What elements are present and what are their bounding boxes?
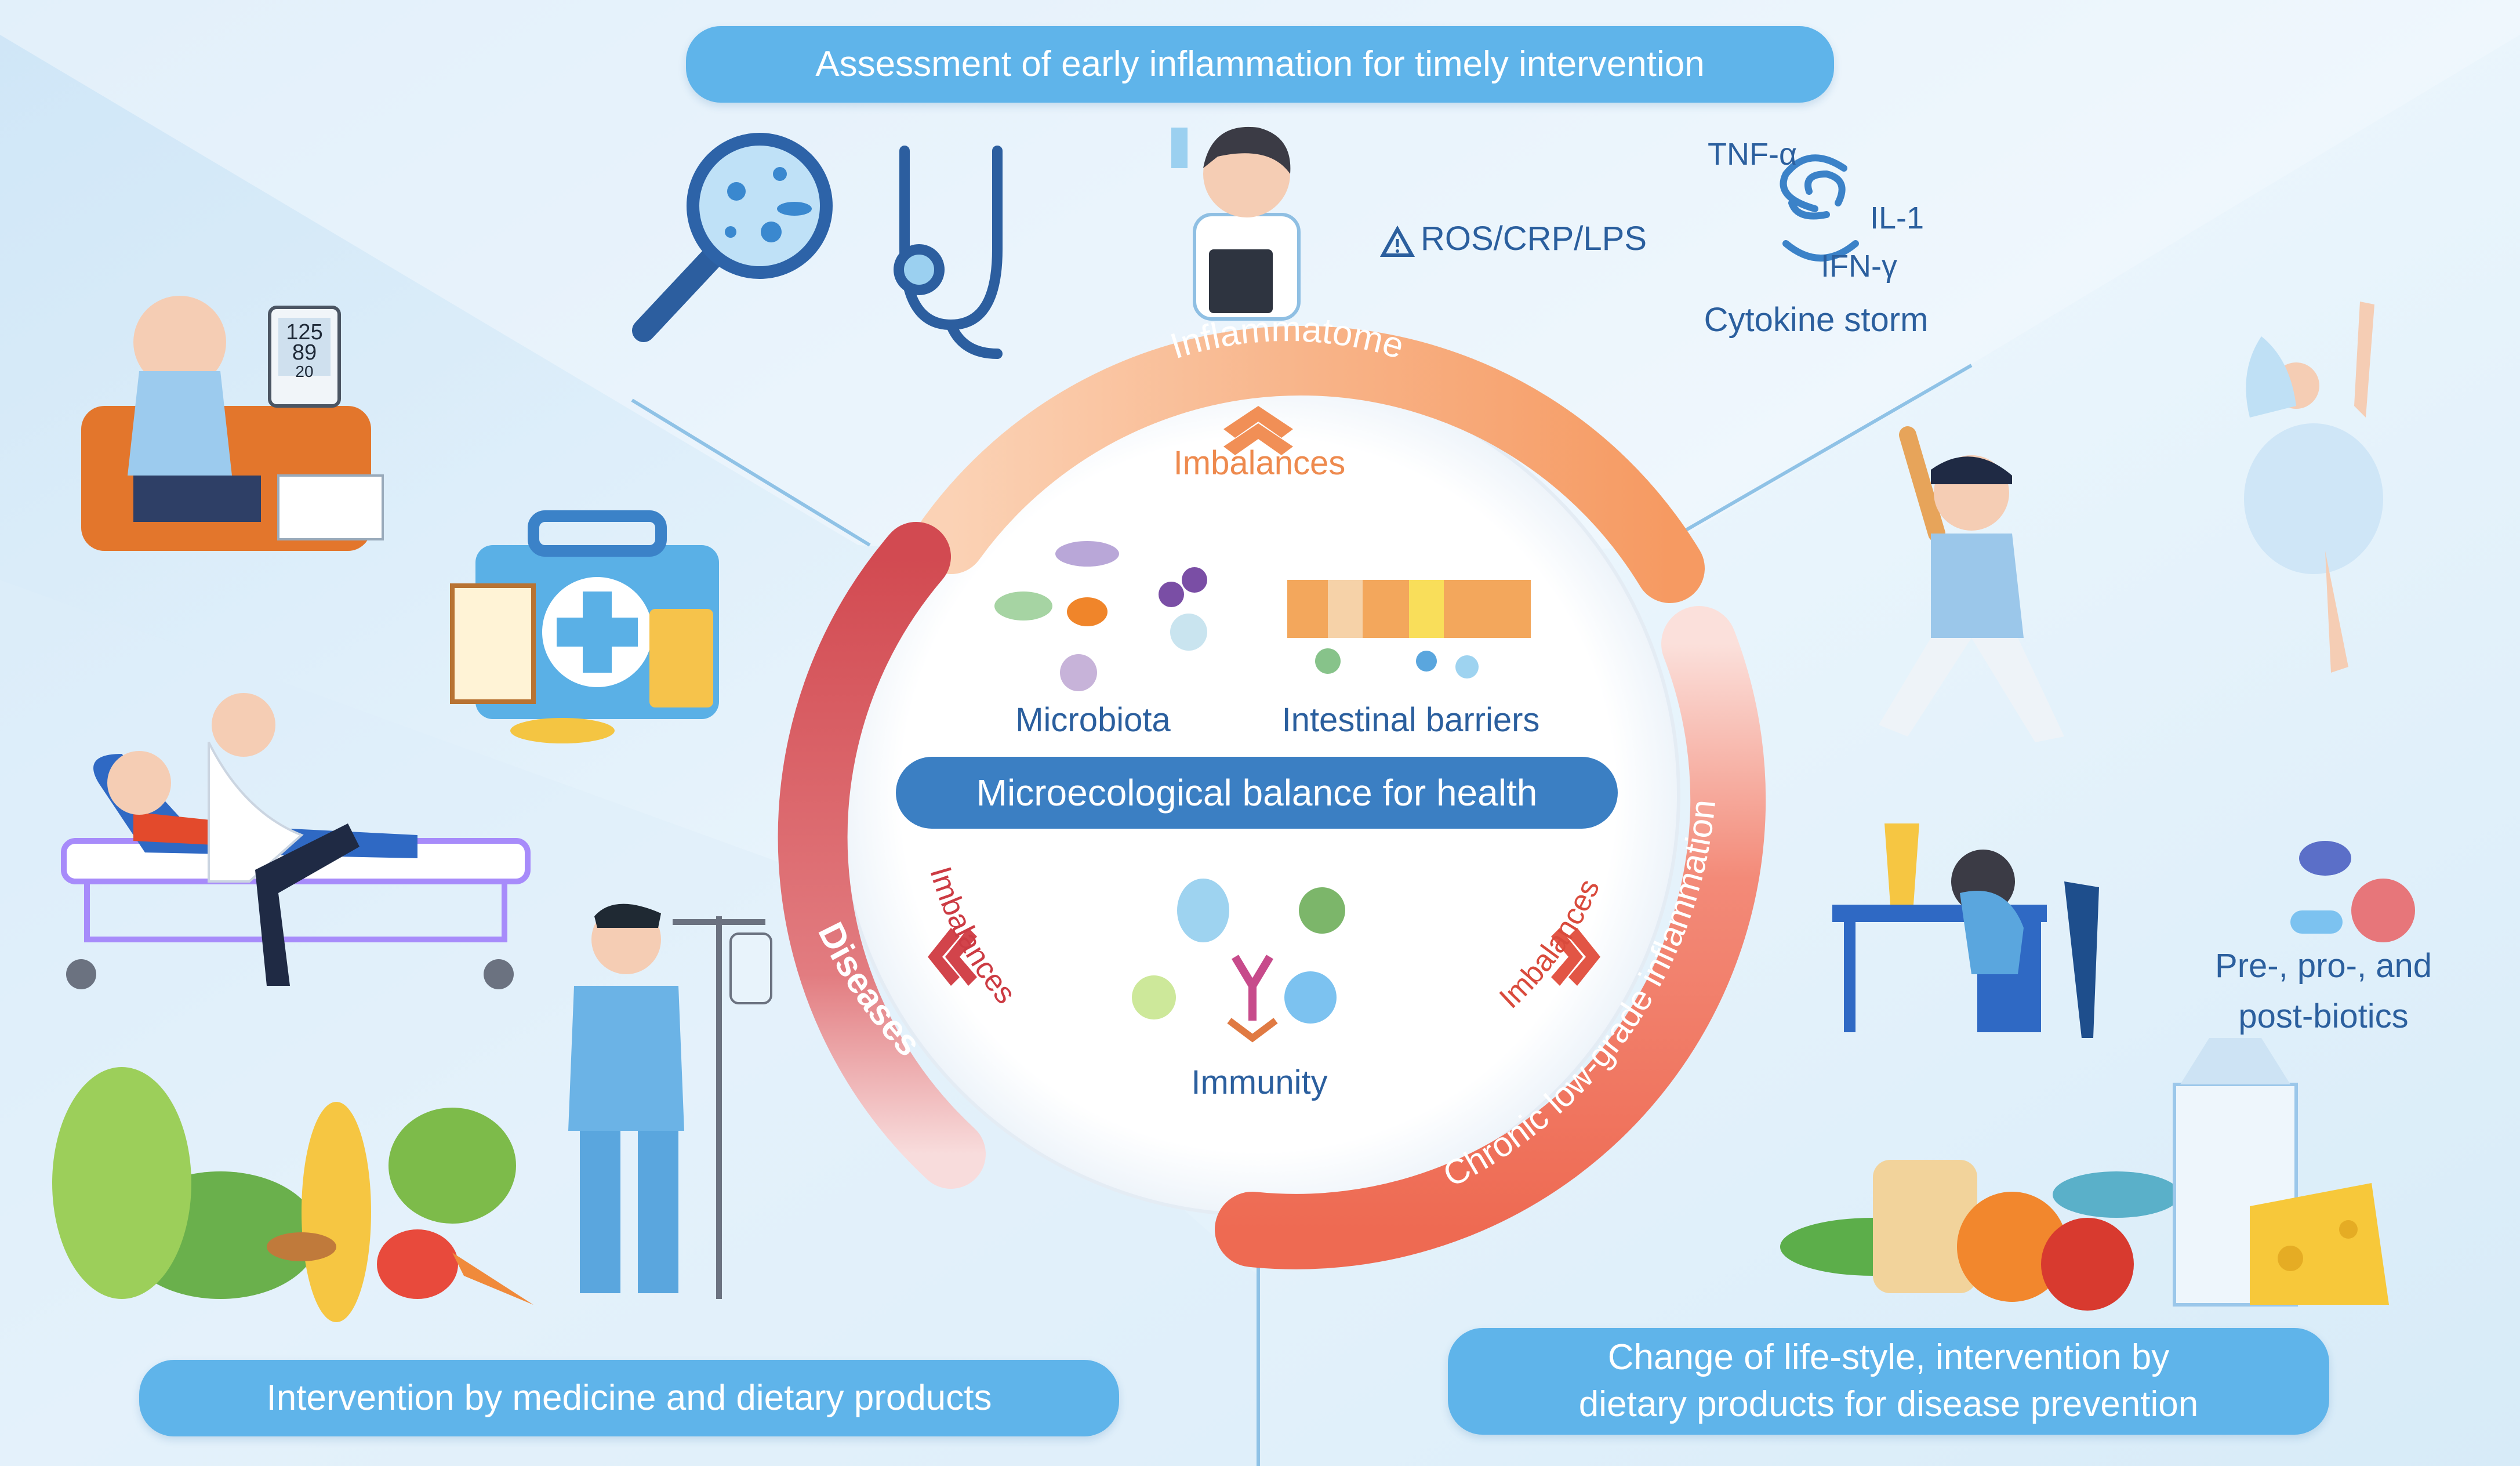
sleeping-student-illustration: [1832, 823, 2099, 1038]
intestinal-barrier-illustration: [1287, 580, 1531, 678]
bottom-left-banner-text: Intervention by medicine and dietary pro…: [266, 1377, 992, 1418]
blood-pressure-monitor-icon: [268, 306, 341, 408]
cytokine-il1: IL-1: [1870, 201, 1925, 235]
vegetables-illustration: [52, 1067, 533, 1322]
medical-kit-illustration: [450, 510, 719, 743]
bottom-right-banner-line1: Change of life-style, intervention by: [1607, 1337, 2170, 1378]
immunity-illustration: [1132, 879, 1345, 1043]
biotics-label: Pre-, pro-, and post-biotics: [2215, 941, 2432, 1042]
cytokine-tnf: TNF-α: [1708, 137, 1798, 172]
stethoscope-icon: [894, 146, 1003, 359]
warning-label: ROS/CRP/LPS: [1421, 220, 1647, 257]
bottom-right-banner-line2: dietary products for disease prevention: [1578, 1384, 2199, 1424]
diseases-arc: [778, 522, 986, 1189]
top-banner-text: Assessment of early inflammation for tim…: [815, 43, 1705, 84]
microbiota-label: Microbiota: [1015, 701, 1171, 739]
baseball-player-illustration: [1879, 426, 2064, 742]
patient-bed-illustration: [61, 693, 531, 989]
monitor-reading: 125: [286, 320, 322, 344]
immunity-label: Immunity: [1191, 1064, 1328, 1101]
top-banner: Assessment of early inflammation for tim…: [686, 26, 1834, 103]
cytokine-spiral-icon: [1780, 154, 1859, 262]
center-banner: Microecological balance for health: [896, 757, 1618, 829]
chevron-right-icon: [1551, 928, 1600, 986]
chevron-up-icon: [1223, 406, 1293, 455]
divider-line: [631, 398, 871, 547]
center-banner-text: Microecological balance for health: [976, 772, 1538, 814]
chevron-left-icon: [928, 928, 977, 986]
inflammatome-arc: [916, 325, 1705, 603]
imbalances-top-label: Imbalances: [1173, 444, 1346, 482]
cytokine-storm-label: Cytokine storm: [1704, 301, 1929, 339]
chronic-arc: [1215, 606, 1766, 1269]
microbiota-illustration: [994, 541, 1207, 691]
divider-line: [1669, 364, 1973, 541]
magnifier-icon: [632, 133, 833, 342]
monitor-reading: 89: [292, 340, 317, 365]
bottom-left-banner: Intervention by medicine and dietary pro…: [139, 1360, 1119, 1436]
biotics-label-line1: Pre-, pro-, and: [2215, 947, 2432, 985]
elderly-blood-pressure-illustration: [81, 296, 384, 551]
monitor-reading: 20: [295, 362, 313, 380]
nurse-iv-illustration: [568, 903, 772, 1299]
healthy-food-illustration: [1780, 1038, 2389, 1311]
doctor-illustration: [1171, 126, 1301, 321]
warning-icon: [1379, 225, 1415, 257]
cytokine-ifn: IFN-γ: [1821, 249, 1897, 284]
bottom-right-banner: Change of life-style, intervention by di…: [1448, 1328, 2329, 1435]
biotics-label-line2: post-biotics: [2238, 997, 2409, 1035]
dancer-illustration: [2244, 302, 2383, 673]
probiotics-icon: [2290, 841, 2415, 942]
intestinal-barriers-label: Intestinal barriers: [1281, 701, 1540, 739]
